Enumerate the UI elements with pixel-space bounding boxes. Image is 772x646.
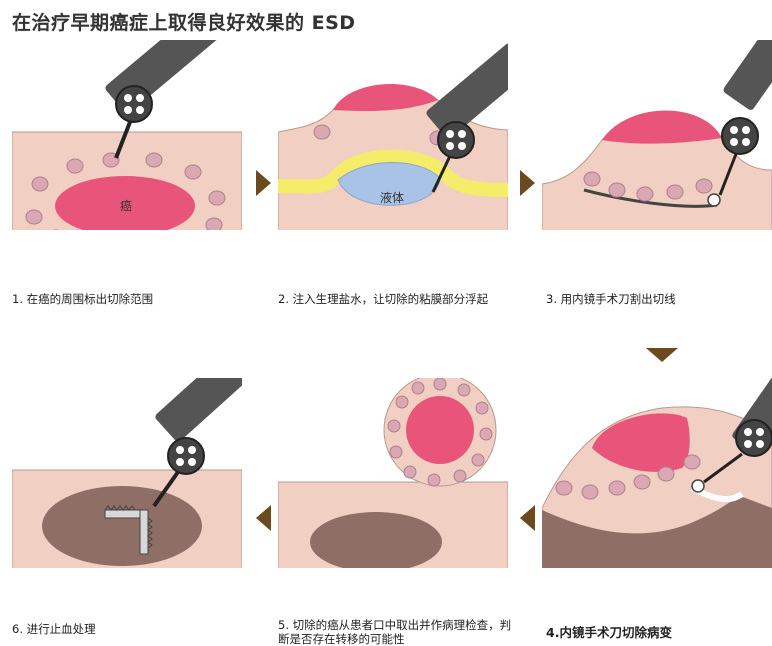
page-title: 在治疗早期癌症上取得良好效果的 ESD [12,8,356,35]
cancer-lesion [602,110,722,143]
step-6-caption: 6. 进行止血处理 [12,622,242,636]
step-6-illustration [12,378,242,568]
knife-tip [708,194,720,206]
arrow-right-icon [520,170,535,196]
step-4-caption: 4.内镜手术刀切除病变 [546,626,772,640]
step-2-caption: 2. 注入生理盐水，让切除的粘膜部分浮起 [278,292,513,306]
step-5-caption: 5. 切除的癌从患者口中取出并作病理检查，判断是否存在转移的可能性 [278,618,513,646]
arrow-left-icon [256,505,271,531]
knife-tip [692,480,704,492]
arrow-left-icon [520,505,535,531]
step-3-caption: 3. 用内镜手术刀割出切线 [546,292,772,306]
step-4-illustration [542,378,772,568]
step-1-illustration: 癌 [12,40,242,230]
step-3-illustration [542,40,772,230]
cancer-label: 癌 [120,198,132,213]
arrow-right-icon [256,170,271,196]
step-2-illustration: 液体 [278,40,508,230]
removed-specimen [384,378,496,486]
step-1-caption: 1. 在癌的周围标出切除范围 [12,292,242,306]
arrow-down-icon [646,348,678,362]
step-5-illustration [278,378,508,568]
fluid-label: 液体 [380,190,404,205]
cut-area [42,486,202,566]
